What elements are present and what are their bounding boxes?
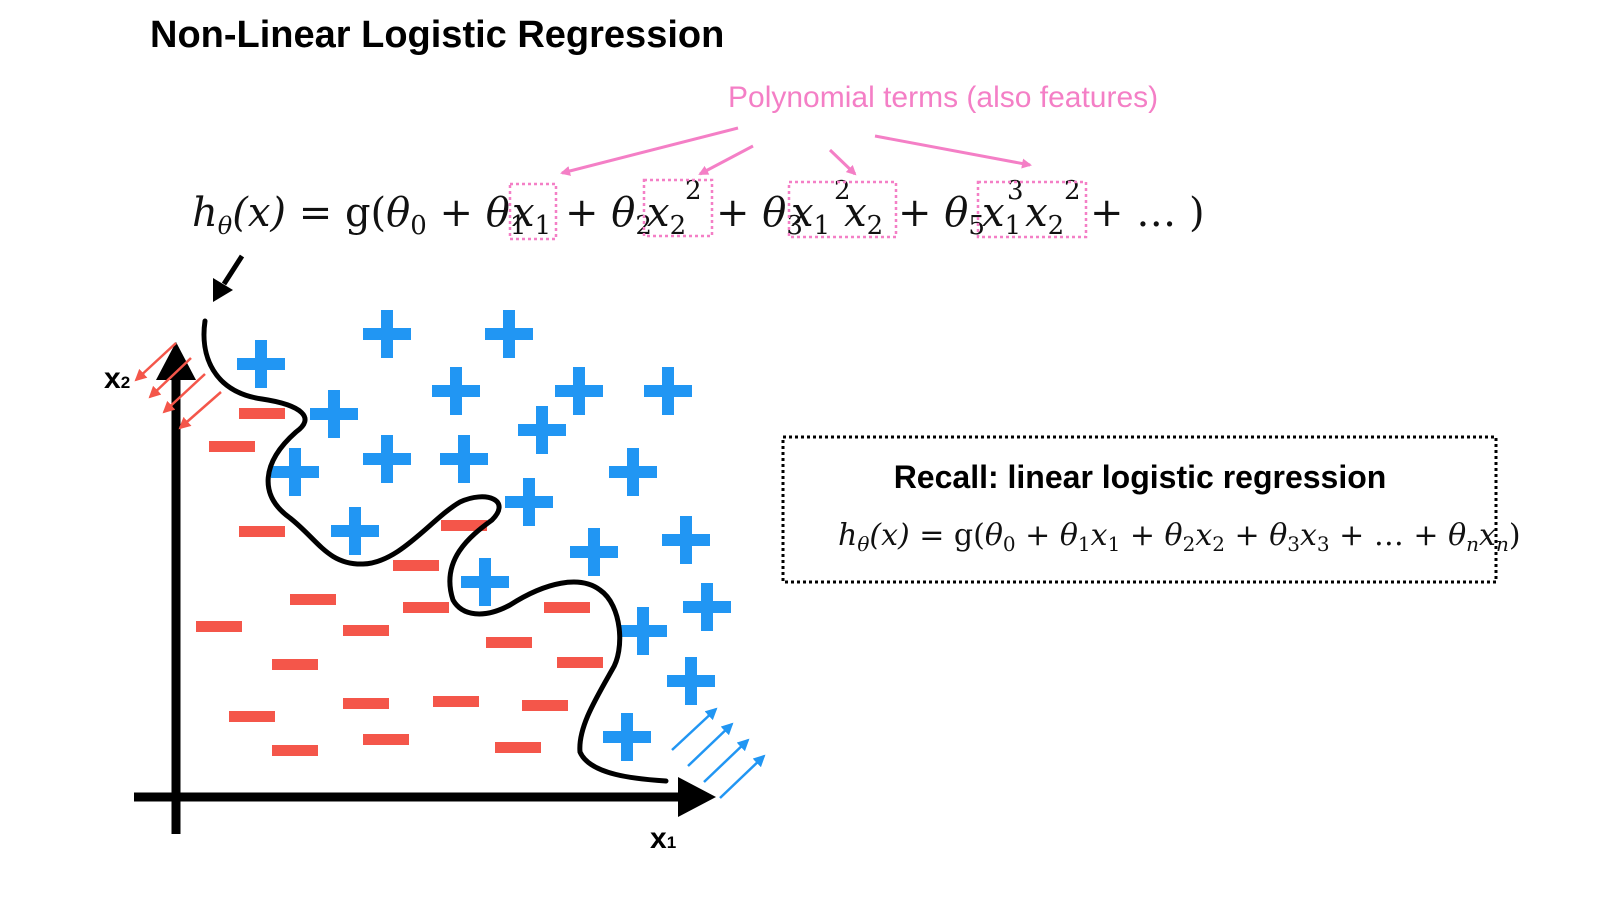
minus-sign xyxy=(433,696,479,707)
minus-sign xyxy=(441,520,487,531)
minus-sign xyxy=(343,625,389,636)
minus-sign xyxy=(290,594,336,605)
minus-sign xyxy=(229,711,275,722)
minus-sign xyxy=(343,698,389,709)
term-theta2: + θ2 xyxy=(565,190,652,241)
plus-sign xyxy=(662,516,710,564)
minus-sign xyxy=(557,657,603,668)
plus-sign xyxy=(485,310,533,358)
term-theta3: + θ3 xyxy=(716,190,803,241)
plus-sign xyxy=(432,367,480,415)
x-axis-arrowhead xyxy=(678,777,716,817)
minus-sign xyxy=(522,700,568,711)
plus-sign xyxy=(518,406,566,454)
page-title: Non-Linear Logistic Regression xyxy=(150,14,724,56)
highlight-box-term-1 xyxy=(508,182,558,241)
y-axis-label: x2 xyxy=(104,362,130,395)
term-x2-squared: x2 xyxy=(647,190,686,241)
blue-arrow-4 xyxy=(719,754,766,799)
positive-direction-arrows xyxy=(671,707,766,799)
x-axis-label: x1 xyxy=(650,822,676,855)
polynomial-arrows xyxy=(560,126,1032,176)
plus-sign xyxy=(609,448,657,496)
plus-sign xyxy=(310,390,358,438)
coordinate-axes xyxy=(134,342,716,834)
hypothesis-h: hθ(x) = g(θ0 + θ1 xyxy=(192,190,526,241)
red-arrow-4 xyxy=(178,391,222,430)
arrow-to-term-3 xyxy=(828,148,857,176)
minus-sign xyxy=(486,637,532,648)
term-x1: x1 xyxy=(512,190,551,241)
highlight-box-term-2 xyxy=(642,178,714,238)
positive-samples xyxy=(237,310,731,761)
plus-sign xyxy=(440,435,488,483)
highlight-box-term-3 xyxy=(787,180,898,239)
plus-sign xyxy=(555,367,603,415)
decision-boundary-curve xyxy=(201,318,669,784)
term-x2-squared-exponent: 2 xyxy=(685,176,702,206)
blue-arrow-1 xyxy=(671,707,718,751)
pointer-arrow-head xyxy=(213,278,233,302)
boundary-pointer-arrow xyxy=(213,254,245,302)
minus-sign xyxy=(363,734,409,745)
plus-sign xyxy=(271,448,319,496)
blue-arrow-2 xyxy=(687,722,734,767)
equation-tail: + … ) xyxy=(1090,190,1205,236)
plus-sign xyxy=(331,507,379,555)
plus-sign xyxy=(363,435,411,483)
blue-arrow-3 xyxy=(703,738,750,783)
red-arrow-2 xyxy=(148,357,192,399)
arrow-to-term-1 xyxy=(560,126,739,176)
recall-box-equation: hθ(x) = g(θ0 + θ1x1 + θ2x2 + θ3x3 + … + … xyxy=(838,518,1521,556)
minus-sign xyxy=(495,742,541,753)
plus-sign xyxy=(619,607,667,655)
term-x1sq-exponent: 2 xyxy=(834,176,851,206)
term-x2sq-exponent: 2 xyxy=(1064,176,1081,206)
minus-sign xyxy=(544,602,590,613)
plus-sign xyxy=(505,478,553,526)
red-arrow-3 xyxy=(162,373,206,414)
red-arrow-1 xyxy=(134,342,177,382)
arrow-to-term-2 xyxy=(698,144,754,176)
plus-sign xyxy=(570,528,618,576)
y-axis-arrowhead xyxy=(156,342,196,380)
minus-sign xyxy=(272,659,318,670)
minus-sign xyxy=(196,621,242,632)
plus-sign xyxy=(644,367,692,415)
negative-samples xyxy=(196,408,603,756)
plus-sign xyxy=(667,657,715,705)
plus-sign xyxy=(363,310,411,358)
minus-sign xyxy=(209,441,255,452)
polynomial-terms-label: Polynomial terms (also features) xyxy=(728,81,1158,114)
arrow-to-term-4 xyxy=(874,134,1032,169)
minus-sign xyxy=(403,602,449,613)
negative-direction-arrows xyxy=(134,342,222,430)
term-x1cube-exponent: 3 xyxy=(1007,176,1024,206)
plus-sign xyxy=(237,340,285,388)
recall-box xyxy=(781,435,1498,584)
minus-sign xyxy=(393,560,439,571)
recall-box-title: Recall: linear logistic regression xyxy=(894,459,1387,495)
pointer-arrow-shaft xyxy=(221,254,245,286)
plus-sign xyxy=(683,583,731,631)
plus-sign xyxy=(603,713,651,761)
minus-sign xyxy=(239,526,285,537)
term-theta5: + θ5 xyxy=(898,190,985,241)
highlight-box-term-4 xyxy=(976,180,1088,239)
minus-sign xyxy=(239,408,285,419)
plus-sign xyxy=(461,558,509,606)
minus-sign xyxy=(272,745,318,756)
